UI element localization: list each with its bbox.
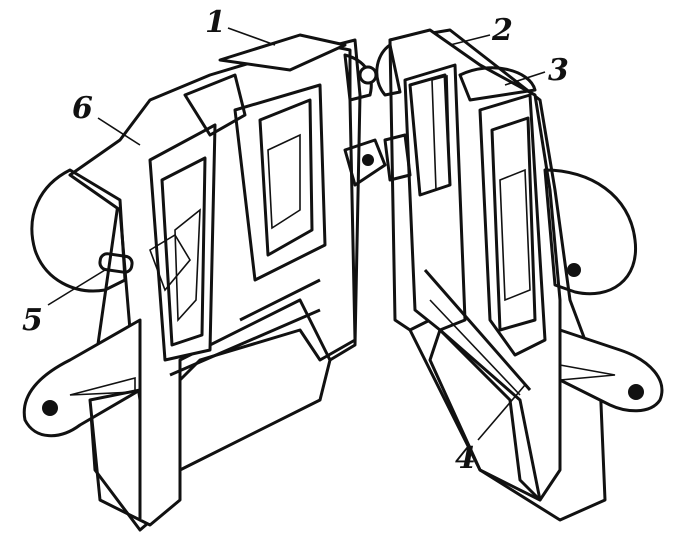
callout-5: 5: [22, 303, 43, 338]
leader-5: [47, 269, 106, 306]
right-half-ear: [543, 168, 638, 296]
right-second-cavity-inner: [490, 116, 537, 332]
right-bracket-hole: [628, 384, 644, 400]
leader-4: [477, 384, 526, 441]
right-bottom-slot: [423, 269, 532, 391]
left-cavity-detail: [149, 233, 191, 292]
right-second-cavity-rib: [499, 168, 531, 302]
callout-labels: 1 2 3 4 5 6: [22, 5, 569, 476]
right-bottom-slot-2: [429, 299, 521, 396]
left-guide-pin: [98, 252, 134, 274]
left-bracket-wedge: [69, 376, 136, 396]
left-cavity-inner: [160, 156, 207, 347]
right-hinge-knuckle: [375, 43, 402, 97]
left-bottom-slot: [169, 308, 321, 377]
hinge-pin-top: [358, 65, 378, 85]
right-cavity-frame: [403, 63, 467, 332]
left-cavity-rib: [174, 208, 201, 323]
leader-2: [449, 34, 491, 46]
leader-lines: [47, 27, 546, 441]
right-sprue-cup: [458, 66, 537, 102]
leader-1: [227, 27, 276, 46]
left-mold-half: [22, 33, 387, 532]
leader-6: [97, 117, 141, 146]
left-half-base: [178, 298, 332, 472]
left-second-cavity-rib: [267, 133, 301, 230]
right-hinge-link: [383, 133, 412, 182]
right-bracket-wedge: [559, 364, 616, 381]
left-second-cavity: [233, 83, 327, 282]
callout-6: 6: [72, 91, 93, 126]
right-ear-hole: [567, 263, 581, 277]
left-cavity-frame: [148, 123, 217, 362]
callout-2: 2: [491, 13, 513, 48]
left-sprue: [183, 73, 247, 137]
left-bottom-slot-2: [239, 278, 321, 322]
right-half-base: [428, 328, 542, 502]
hinge-pin-middle: [362, 154, 374, 166]
callout-4: 4: [455, 441, 476, 476]
callout-3: 3: [548, 53, 569, 88]
left-top-block: [218, 33, 347, 72]
callout-1: 1: [205, 5, 226, 40]
leader-3: [504, 71, 546, 86]
center-hinge-link: [343, 138, 387, 187]
right-hinge-bracket: [558, 328, 664, 413]
left-second-cavity-inner: [258, 98, 314, 257]
left-half-ear: [30, 168, 127, 293]
right-mold-half: [375, 28, 664, 522]
left-bracket-hole: [42, 400, 58, 416]
right-core-pin-shade: [431, 74, 451, 192]
left-base-front: [88, 388, 142, 522]
